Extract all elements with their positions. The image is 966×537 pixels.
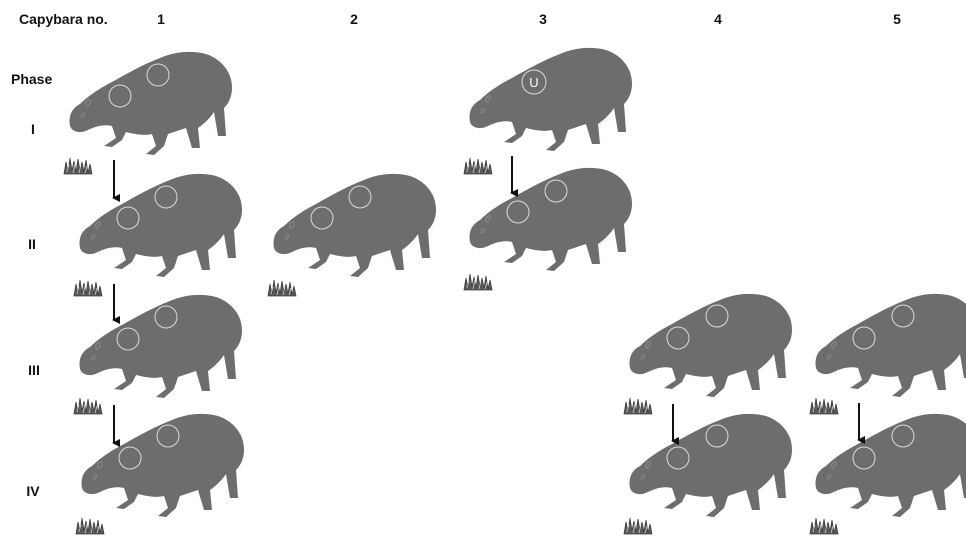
grass-tuft-icon [268,280,296,296]
capybara-1-phase-1 [69,52,232,155]
marker-label-u: U [529,75,538,90]
capybara-3-phase-1 [469,48,632,151]
grass-tuft-icon [810,518,838,534]
capybara-1-phase-3 [79,295,242,398]
grass-tuft-icon [64,158,92,174]
capybara-2-phase-2 [273,174,436,277]
capybara-4-phase-3 [629,294,792,397]
grass-tuft-icon [464,158,492,174]
capybara-1-phase-2 [79,174,242,277]
grass-tuft-icon [624,398,652,414]
capybara-3-phase-2 [469,168,632,271]
capybara-5-phase-4 [815,414,966,517]
grass-tuft-icon [76,518,104,534]
grass-tuft-icon [464,274,492,290]
capybara-1-phase-4 [81,414,244,517]
capybara-5-phase-3 [815,294,966,397]
grass-tuft-icon [74,398,102,414]
grass-tuft-icon [74,280,102,296]
grass-tuft-icon [810,398,838,414]
capybara-4-phase-4 [629,414,792,517]
grass-tuft-icon [624,518,652,534]
